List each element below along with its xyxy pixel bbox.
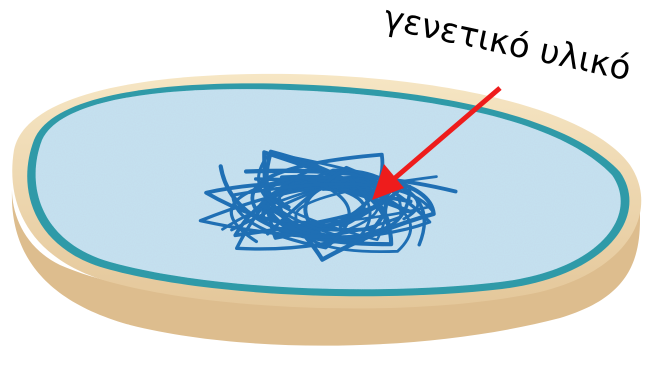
genetic-material-label: γενετικό υλικό: [380, 0, 634, 89]
